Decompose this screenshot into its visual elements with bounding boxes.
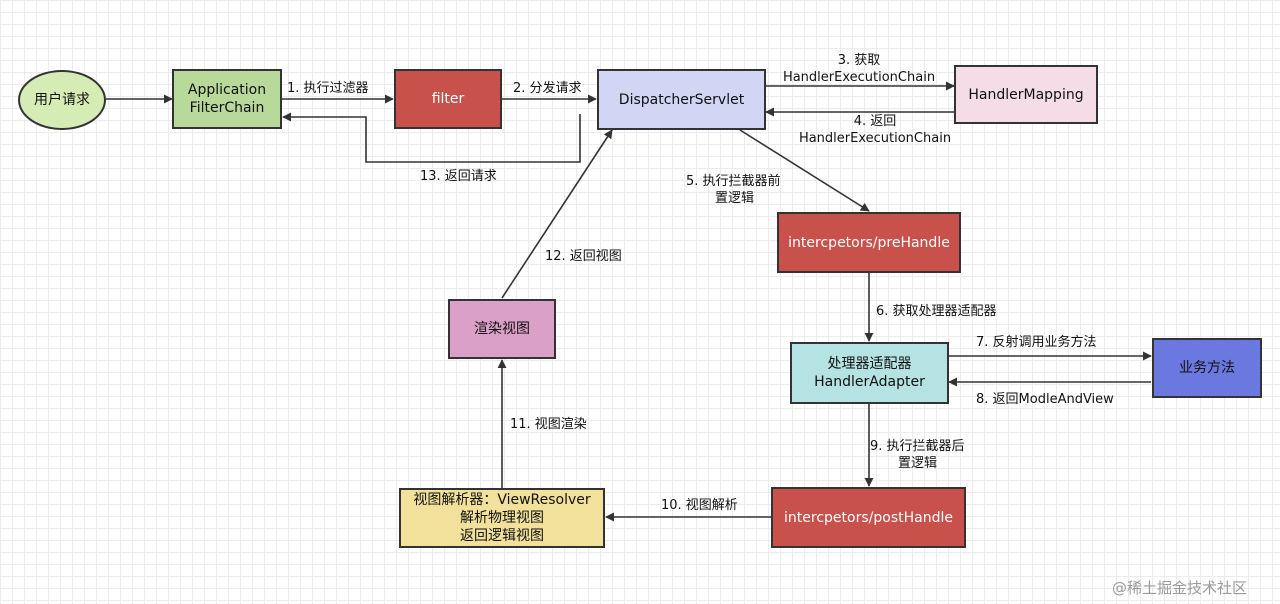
node-prehandle-line: intercpetors/preHandle [788, 234, 950, 251]
edge-label-10-line: 10. 视图解析 [661, 498, 738, 513]
edge-label-13: 13. 返回请求 [420, 168, 497, 185]
edge-label-12-line: 12. 返回视图 [545, 249, 622, 264]
edge-label-4-line-1: 4. 返回 [853, 114, 897, 129]
edge-label-2: 2. 分发请求 [513, 80, 582, 97]
node-user-request: 用户请求 [18, 70, 106, 130]
arrow-dispatcher-return-request [282, 112, 581, 163]
edge-label-5: 5. 执行拦截器前 置逻辑 [686, 173, 781, 207]
node-application-filter-chain: Application FilterChain [172, 69, 282, 129]
edge-label-6-line: 6. 获取处理器适配器 [876, 304, 997, 319]
node-handler-adapter: 处理器适配器 HandlerAdapter [790, 342, 949, 404]
edge-label-2-line: 2. 分发请求 [513, 81, 582, 96]
edge-label-8: 8. 返回ModleAndView [976, 391, 1114, 408]
node-handler-mapping: HandlerMapping [954, 65, 1098, 124]
node-view-resolver-line-1: 视图解析器：ViewResolver [413, 492, 591, 508]
watermark: @稀土掘金技术社区 [1112, 579, 1248, 597]
edge-label-5-line-1: 5. 执行拦截器前 [686, 174, 781, 189]
edge-label-3-line-1: 3. 获取 [837, 53, 881, 68]
edge-label-3-line-2: HandlerExecutionChain [782, 70, 936, 85]
edge-label-1: 1. 执行过滤器 [287, 80, 369, 97]
edge-label-10: 10. 视图解析 [661, 497, 738, 514]
node-handler-adapter-line-1: 处理器适配器 [827, 356, 912, 372]
edge-label-4: 4. 返回 HandlerExecutionChain [790, 113, 960, 147]
node-view-resolver: 视图解析器：ViewResolver 解析物理视图 返回逻辑视图 [399, 488, 605, 548]
edge-label-4-line-2: HandlerExecutionChain [798, 131, 952, 146]
node-render-view: 渲染视图 [448, 299, 556, 359]
node-filter-chain-line-1: Application [187, 82, 267, 98]
node-dispatcher-servlet: DispatcherServlet [597, 69, 766, 130]
edge-label-11-line: 11. 视图渲染 [510, 417, 587, 432]
node-prehandle: intercpetors/preHandle [777, 212, 961, 273]
edge-label-9-line-1: 9. 执行拦截器后 [870, 439, 965, 454]
edge-label-7: 7. 反射调用业务方法 [976, 334, 1097, 351]
edge-label-9: 9. 执行拦截器后 置逻辑 [870, 438, 965, 472]
node-view-resolver-line-2: 解析物理视图 [460, 510, 544, 526]
node-business-method-line: 业务方法 [1179, 360, 1235, 376]
node-filter: filter [394, 69, 502, 129]
edge-label-7-line: 7. 反射调用业务方法 [976, 335, 1097, 350]
node-business-method: 业务方法 [1152, 338, 1262, 398]
node-view-resolver-line-3: 返回逻辑视图 [460, 528, 544, 544]
edge-label-11: 11. 视图渲染 [510, 416, 587, 433]
edge-label-8-line: 8. 返回ModleAndView [976, 392, 1114, 407]
arrow-render-to-dispatcher [501, 129, 613, 299]
node-filter-line: filter [431, 91, 465, 107]
edge-label-3: 3. 获取 HandlerExecutionChain [776, 52, 942, 86]
node-render-view-line: 渲染视图 [474, 321, 530, 337]
node-handler-adapter-line-2: HandlerAdapter [814, 374, 925, 390]
node-filter-chain-line-2: FilterChain [189, 100, 265, 116]
node-user-request-line: 用户请求 [34, 92, 90, 108]
edge-label-6: 6. 获取处理器适配器 [876, 303, 997, 320]
edge-label-13-line: 13. 返回请求 [420, 169, 497, 184]
node-dispatcher-line: DispatcherServlet [618, 91, 745, 108]
node-posthandle: intercpetors/postHandle [771, 487, 966, 548]
edge-label-9-line-2: 置逻辑 [898, 456, 938, 471]
arrow-dispatcher-to-prehandle [739, 129, 870, 212]
edge-label-12: 12. 返回视图 [545, 248, 622, 265]
node-posthandle-line: intercpetors/postHandle [784, 509, 953, 526]
node-handler-mapping-line: HandlerMapping [968, 86, 1084, 103]
edge-label-5-line-2: 置逻辑 [715, 191, 755, 206]
edge-label-1-line: 1. 执行过滤器 [287, 81, 369, 96]
